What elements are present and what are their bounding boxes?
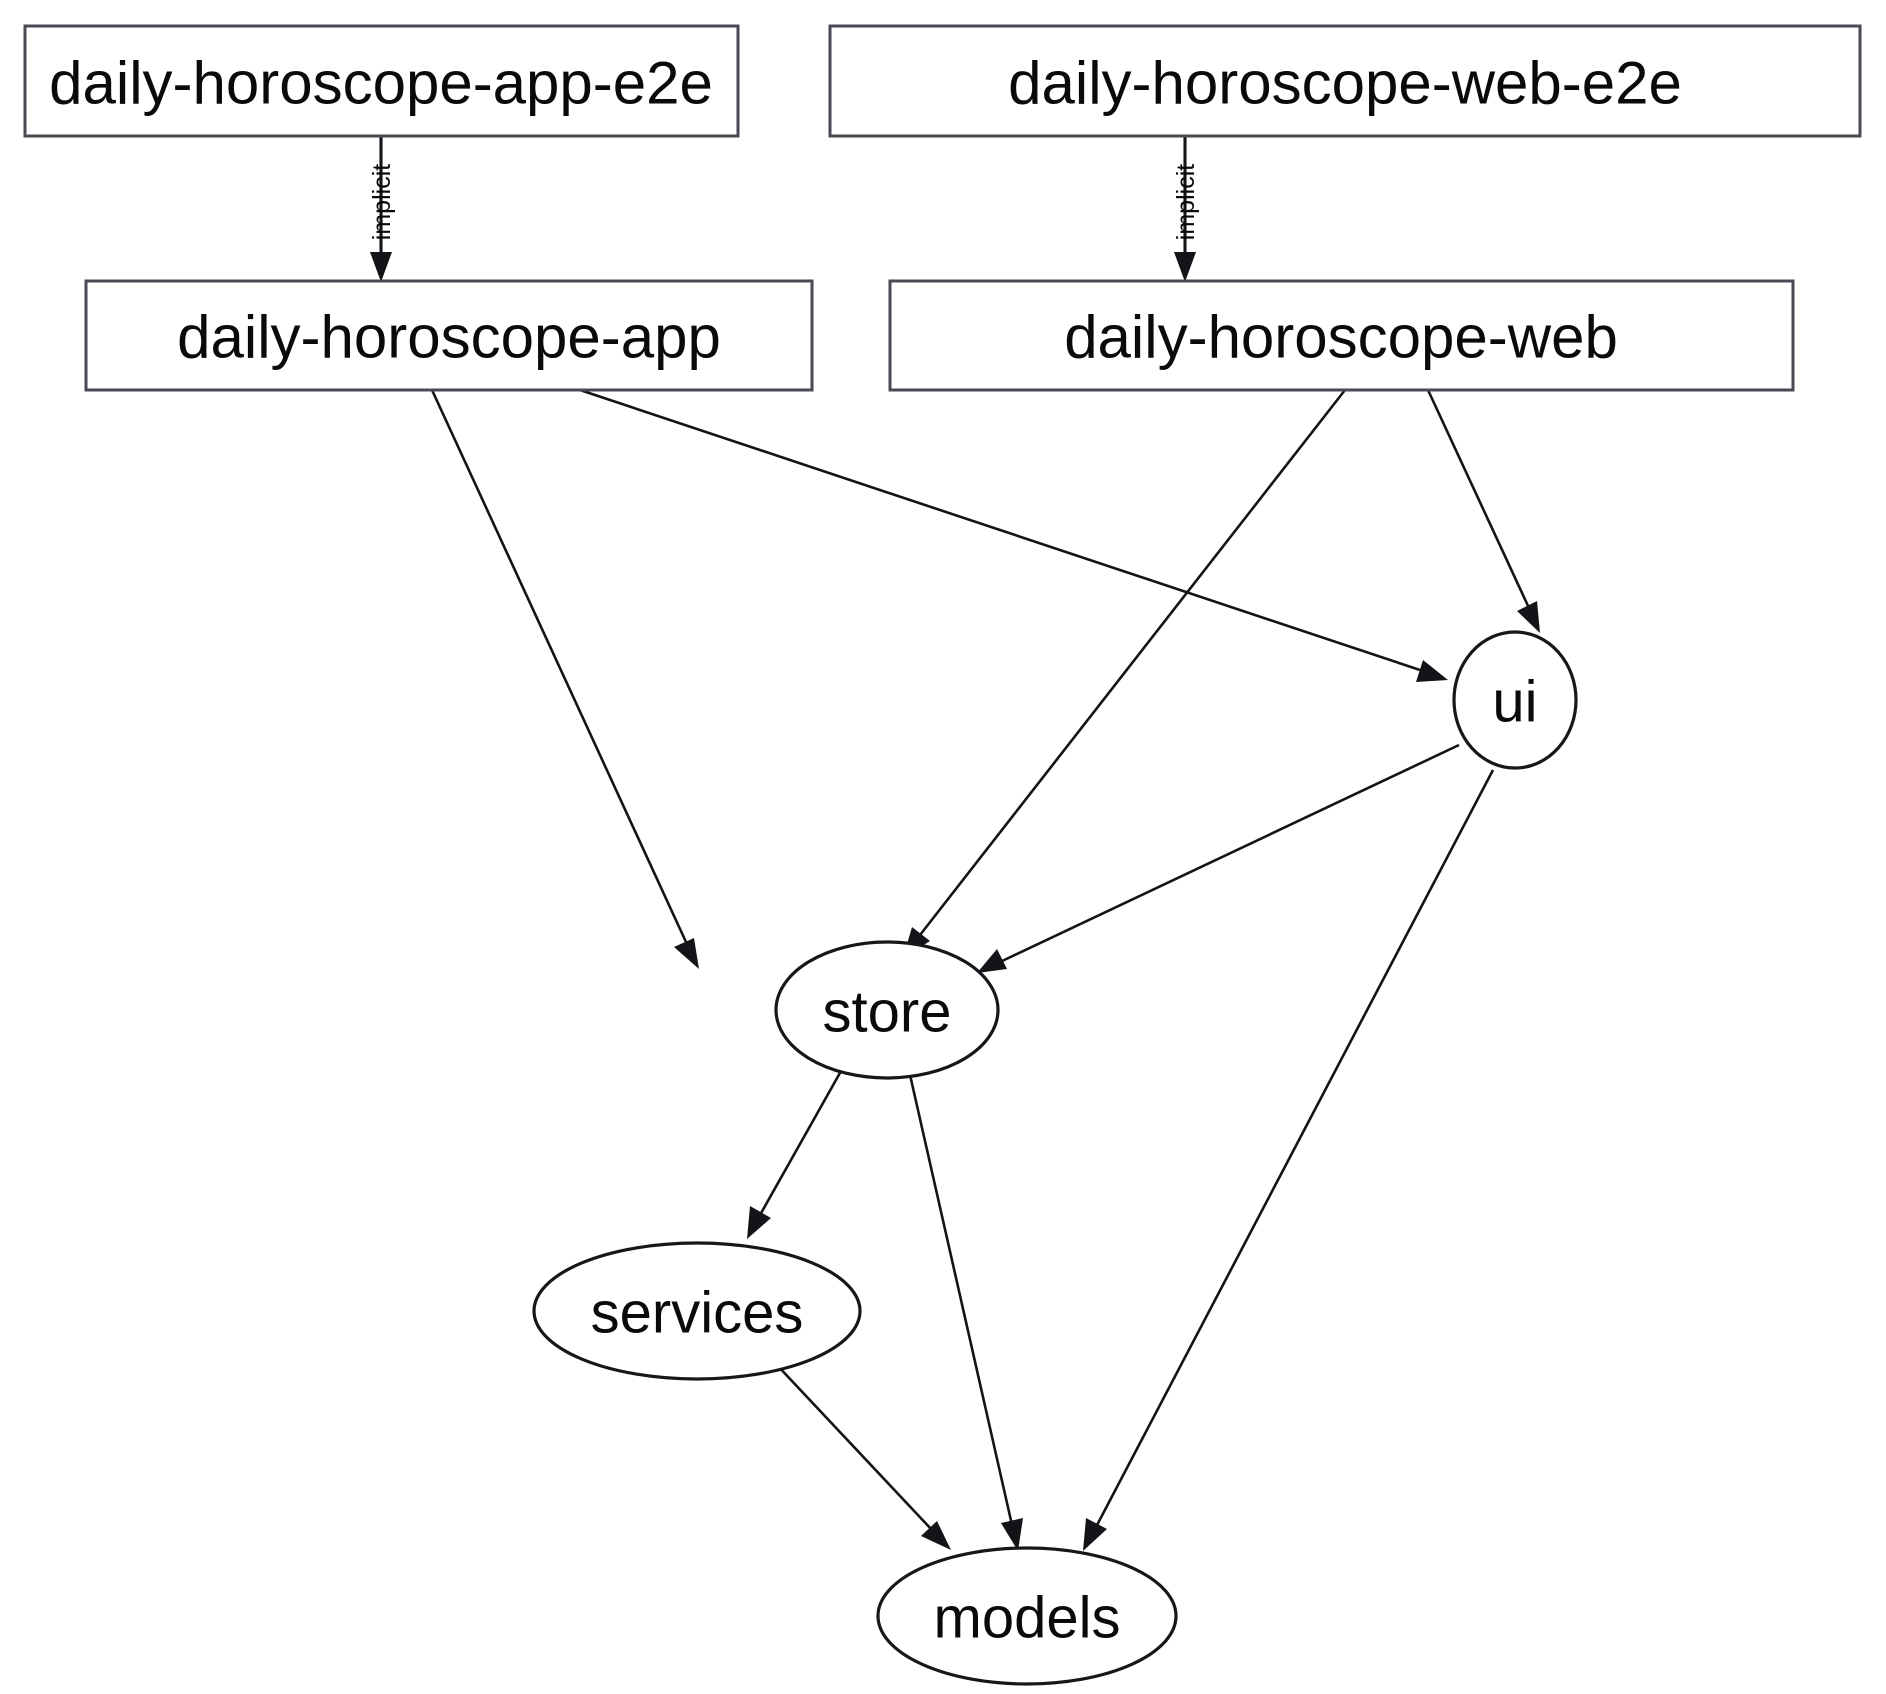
node-label-daily-horoscope-app-e2e: daily-horoscope-app-e2e: [49, 50, 713, 117]
node-services[interactable]: services: [532, 1241, 862, 1381]
edge-ui-to-models: [1083, 769, 1495, 1551]
edge-arrowhead: [1517, 601, 1540, 633]
edge-line: [775, 1363, 933, 1531]
node-label-daily-horoscope-app: daily-horoscope-app: [177, 304, 721, 371]
edge-arrowhead: [1174, 252, 1196, 282]
node-daily-horoscope-app-e2e[interactable]: daily-horoscope-app-e2e: [23, 24, 740, 138]
edge-arrowhead: [1083, 1518, 1107, 1551]
edge-line: [1426, 389, 1531, 609]
node-box-shape: [828, 24, 1862, 138]
edge-app-to-ui: [579, 388, 1448, 682]
node-label-daily-horoscope-web-e2e: daily-horoscope-web-e2e: [1008, 50, 1682, 117]
edge-line: [1094, 769, 1495, 1528]
node-ui[interactable]: ui: [1452, 630, 1578, 770]
edge-label-implicit-web: implicit: [1172, 164, 1200, 240]
node-label-models: models: [934, 1586, 1121, 1651]
node-ellipse-shape: [1452, 630, 1578, 770]
edge-arrowhead: [1001, 1518, 1023, 1551]
edge-arrowhead: [674, 938, 699, 969]
edge-app-e2e-to-app: [370, 137, 392, 282]
node-ellipse-shape: [532, 1241, 862, 1381]
node-box-shape: [888, 279, 1795, 392]
node-daily-horoscope-app[interactable]: daily-horoscope-app: [84, 279, 814, 392]
node-label-store: store: [823, 980, 952, 1045]
node-daily-horoscope-web-e2e[interactable]: daily-horoscope-web-e2e: [828, 24, 1862, 138]
node-models[interactable]: models: [876, 1546, 1178, 1686]
node-ellipse-shape: [876, 1546, 1178, 1686]
edge-store-to-services: [747, 1063, 847, 1239]
edge-web-e2e-to-web: [1174, 137, 1196, 282]
node-label-services: services: [591, 1281, 804, 1346]
edge-web-to-store: [903, 389, 1347, 958]
edge-arrowhead: [921, 1521, 951, 1550]
edge-line: [579, 388, 1421, 672]
node-label-daily-horoscope-web: daily-horoscope-web: [1064, 304, 1618, 371]
edge-app-to-store: [430, 389, 699, 969]
edge-label-implicit-app: implicit: [368, 164, 396, 240]
node-store[interactable]: store: [774, 940, 1000, 1080]
node-box-shape: [84, 279, 814, 392]
edge-line: [906, 1065, 1014, 1526]
edge-services-to-models: [775, 1363, 951, 1550]
edge-arrowhead: [977, 949, 1007, 973]
node-ellipse-shape: [774, 940, 1000, 1080]
edge-arrowhead: [747, 1206, 771, 1239]
edge-line: [430, 389, 688, 943]
edge-line: [918, 389, 1347, 936]
edge-store-to-models: [906, 1065, 1023, 1551]
node-label-ui: ui: [1492, 670, 1537, 735]
edge-line: [999, 743, 1460, 964]
edge-arrowhead: [370, 252, 392, 282]
node-box-shape: [23, 24, 740, 138]
edge-arrowhead: [1416, 660, 1448, 682]
edge-line: [758, 1063, 847, 1216]
node-daily-horoscope-web[interactable]: daily-horoscope-web: [888, 279, 1795, 392]
edge-ui-to-store: [977, 743, 1460, 973]
edge-web-to-ui: [1426, 389, 1540, 633]
